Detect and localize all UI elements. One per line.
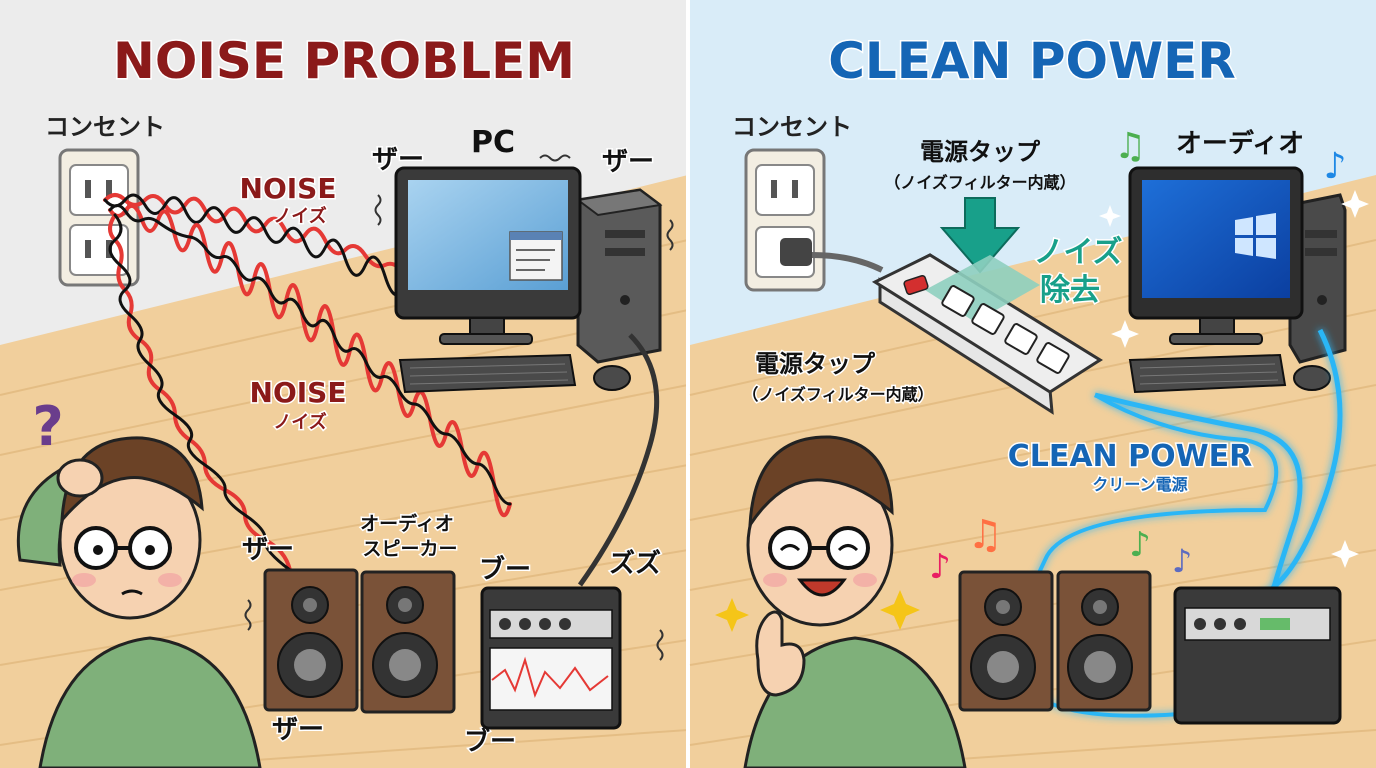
noise-sub-label-2: ノイズ xyxy=(273,411,326,433)
zaa-sfx-speaker-top: ザー xyxy=(242,535,294,565)
right-mouse xyxy=(1293,365,1331,391)
left-outlet-icon xyxy=(58,148,140,287)
buu-sfx-bottom: ブー xyxy=(464,726,516,757)
right-panel: CLEAN POWER コンセント 電源タップ （ノイズフィルター内蔵） ノイズ… xyxy=(689,0,1376,768)
right-keyboard xyxy=(1128,353,1287,394)
music-note-icon: ♫ xyxy=(1114,126,1146,167)
pc-to-amp-cable xyxy=(577,333,660,587)
outlet-to-tap-cable xyxy=(811,252,884,273)
right-amplifier xyxy=(1173,586,1342,725)
music-note-icon: ♫ xyxy=(967,512,1003,558)
question-mark: ? xyxy=(32,395,63,458)
sparkle-icons xyxy=(715,590,920,632)
right-pc-tower xyxy=(1288,193,1347,364)
music-note-icon: ♪ xyxy=(1129,525,1151,565)
left-amplifier xyxy=(480,586,622,730)
zaa-sfx-speaker-bottom: ザー xyxy=(272,715,324,745)
down-arrow-icon xyxy=(939,197,1021,274)
noisy-cables xyxy=(103,193,512,572)
music-note-icon: ♪ xyxy=(1324,146,1347,187)
buu-sfx-top: ブー xyxy=(479,554,531,585)
clean-power-sub-label: クリーン電源 xyxy=(1092,475,1187,494)
music-note-icon: ♪ xyxy=(929,547,951,587)
noise-label-1: NOISE xyxy=(240,172,337,205)
zaa-sfx-pc-right: ザー xyxy=(602,147,654,177)
panel-divider xyxy=(686,0,690,768)
windows-logo-icon xyxy=(1235,213,1276,259)
left-mouse xyxy=(593,365,631,391)
power-strip xyxy=(871,253,1103,415)
left-speaker-2 xyxy=(360,570,456,714)
noise-sub-label-1: ノイズ xyxy=(273,205,326,227)
right-title: CLEAN POWER xyxy=(828,32,1236,90)
sparkle-icons xyxy=(1099,190,1369,568)
noise-label-2: NOISE xyxy=(250,376,347,409)
tap-sub-label-top: （ノイズフィルター内蔵） xyxy=(884,173,1075,192)
left-speaker-1 xyxy=(263,568,359,712)
vibration-marks xyxy=(244,154,674,661)
tap-label-top: 電源タップ xyxy=(920,138,1041,166)
left-monitor xyxy=(394,166,582,345)
speaker-label-line-2: スピーカー xyxy=(362,538,457,560)
noise-removal-label-2: 除去 xyxy=(1040,273,1100,308)
pc-label: PC xyxy=(471,125,515,160)
right-outlet-label: コンセント xyxy=(732,113,852,141)
speaker-label-line-1: オーディオ xyxy=(360,512,454,535)
confused-person xyxy=(16,436,262,768)
clean-power-label: CLEAN POWER xyxy=(1008,439,1253,474)
tap-sub-label-bottom: （ノイズフィルター内蔵） xyxy=(742,385,933,404)
thumbs-up-icon xyxy=(755,610,806,697)
noise-removal-label-1: ノイズ xyxy=(1033,235,1122,270)
music-note-icon: ♪ xyxy=(1172,542,1192,580)
zuzu-sfx: ズズ xyxy=(609,548,661,579)
right-monitor xyxy=(1128,166,1304,345)
audio-label: オーディオ xyxy=(1176,128,1304,159)
right-speaker-1 xyxy=(958,570,1054,712)
left-keyboard xyxy=(398,353,577,394)
right-speaker-2 xyxy=(1056,570,1152,712)
left-panel: NOISE PROBLEM コンセント NOISE ノイズ NOISE ノイズ … xyxy=(0,0,689,768)
right-outlet-icon xyxy=(744,148,826,292)
left-pc-tower xyxy=(575,188,663,364)
left-title: NOISE PROBLEM xyxy=(113,32,575,90)
tap-label-bottom: 電源タップ xyxy=(755,350,876,378)
happy-person xyxy=(743,435,967,768)
left-outlet-label: コンセント xyxy=(45,113,165,141)
